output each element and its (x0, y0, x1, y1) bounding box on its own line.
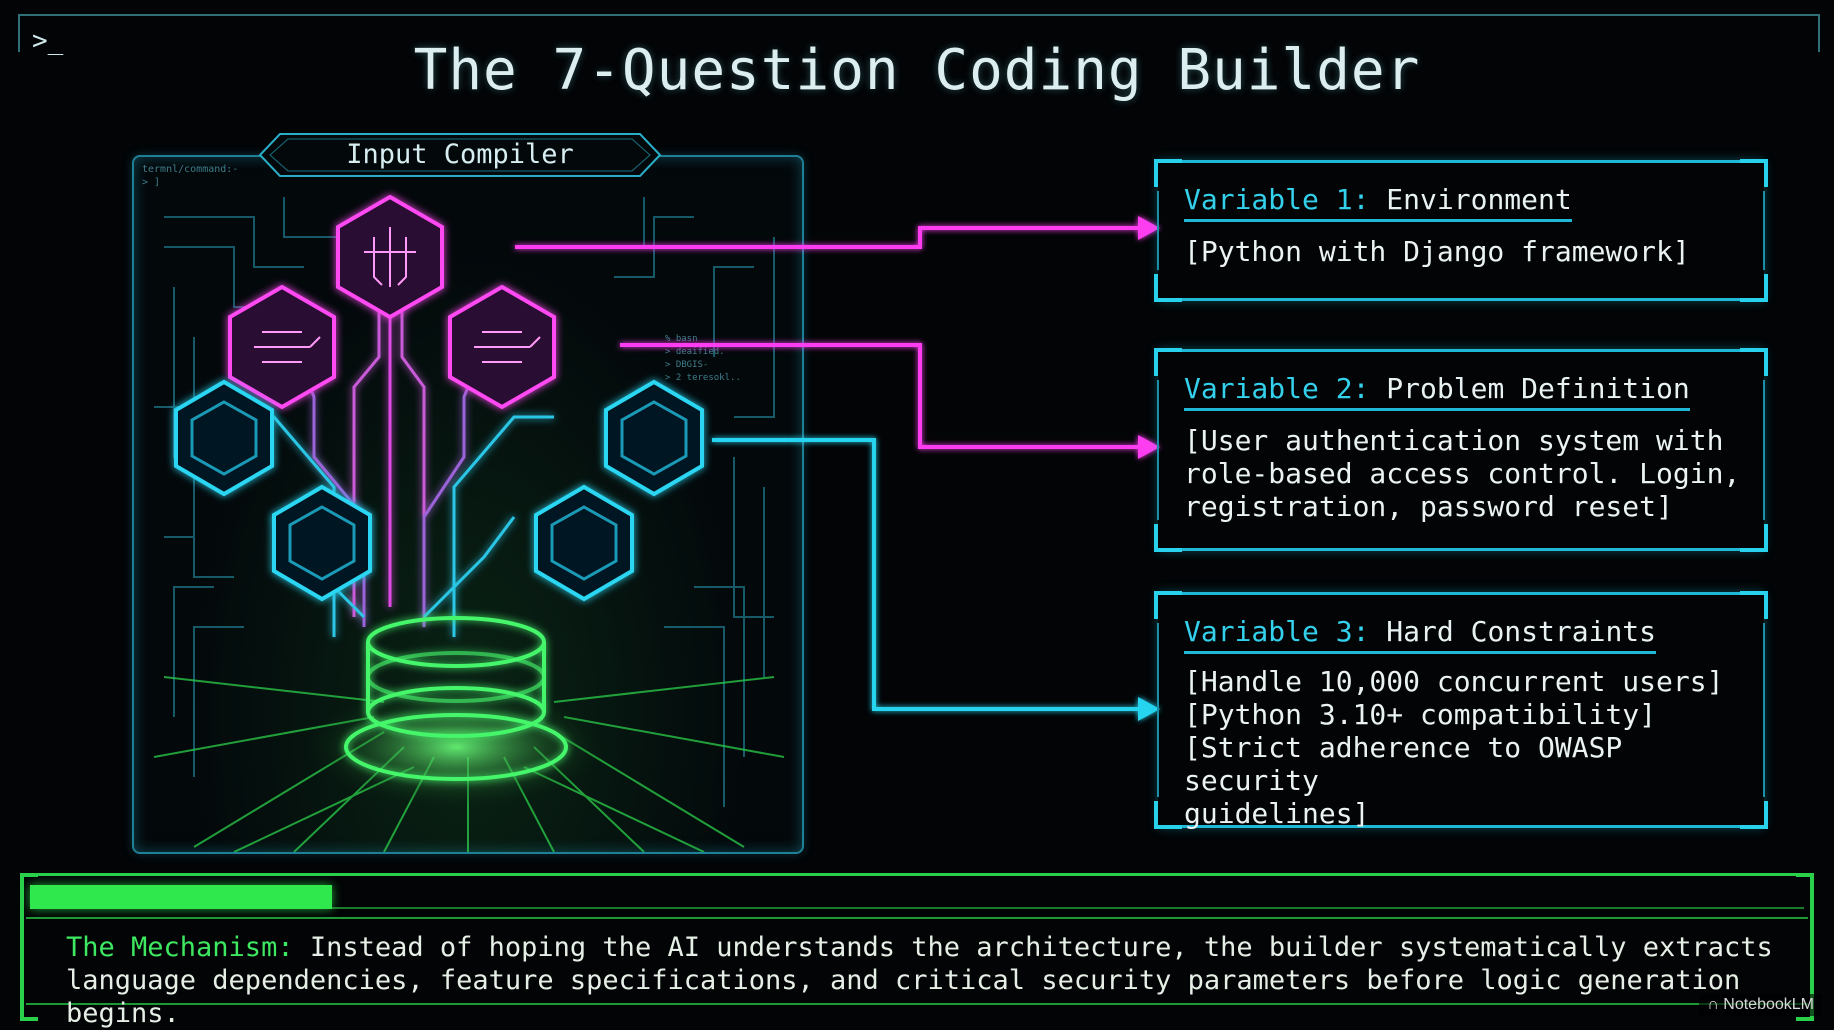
variable-3-box: Variable 3: Hard Constraints [Handle 10,… (1154, 591, 1768, 830)
variable-3-heading: Variable 3: Hard Constraints (1184, 615, 1657, 654)
hex-cyan-lower-right (534, 484, 634, 602)
connector-3 (712, 438, 1140, 711)
variable-1-body: [Python with Django framework] (1184, 235, 1690, 268)
variable-2-body: [User authentication system with role-ba… (1184, 424, 1741, 523)
variable-2-heading: Variable 2: Problem Definition (1184, 372, 1690, 411)
variable-1-heading: Variable 1: Environment (1184, 183, 1572, 222)
label-frame (258, 133, 662, 177)
arrow-1 (1138, 216, 1160, 240)
badge-label: NotebookLM (1723, 996, 1814, 1013)
mechanism-key: The Mechanism: (66, 932, 294, 963)
mechanism-text: The Mechanism: Instead of hoping the AI … (66, 931, 1786, 1030)
variable-2-key: Variable 2: (1184, 372, 1370, 405)
hex-cyan-left (174, 379, 274, 497)
terminal-prompt: >_ (32, 26, 64, 56)
arrow-3 (1138, 697, 1160, 721)
mechanism-panel: The Mechanism: Instead of hoping the AI … (20, 873, 1814, 1029)
notebook-icon: ∩ (1707, 996, 1719, 1013)
connector-2 (620, 343, 1140, 449)
variable-3-name: Hard Constraints (1386, 615, 1657, 648)
variable-3-body: [Handle 10,000 concurrent users] [Python… (1184, 665, 1724, 830)
terminal-snippet: termnl/command:- > ] (142, 164, 239, 188)
variable-3-key: Variable 3: (1184, 615, 1370, 648)
variable-1-name: Environment (1386, 183, 1572, 216)
page-title: The 7-Question Coding Builder (413, 38, 1421, 103)
progress-fill (30, 885, 332, 909)
mechanism-body: Instead of hoping the AI understands the… (66, 932, 1773, 1029)
input-compiler-panel (132, 155, 804, 854)
notebooklm-badge: ∩ NotebookLM (1699, 994, 1822, 1016)
core-cylinder (344, 616, 568, 781)
variable-2-box: Variable 2: Problem Definition [User aut… (1154, 348, 1768, 552)
variable-1-key: Variable 1: (1184, 183, 1370, 216)
arrow-2 (1138, 435, 1160, 459)
variable-1-box: Variable 1: Environment [Python with Dja… (1154, 159, 1768, 302)
variable-2-name: Problem Definition (1386, 372, 1690, 405)
progress-bar (30, 883, 1804, 909)
compiler-label-text: Input Compiler (346, 139, 574, 170)
hex-cyan-right (604, 379, 704, 497)
compiler-label: Input Compiler (258, 132, 662, 178)
top-frame (18, 14, 1820, 52)
terminal-side-snippet: % basn > deaified. > DBGIS- > 2 teresokl… (665, 334, 741, 383)
hex-cyan-lower-left (272, 484, 372, 602)
compiler-circuit-art (153, 194, 785, 852)
connector-1 (515, 226, 1140, 249)
